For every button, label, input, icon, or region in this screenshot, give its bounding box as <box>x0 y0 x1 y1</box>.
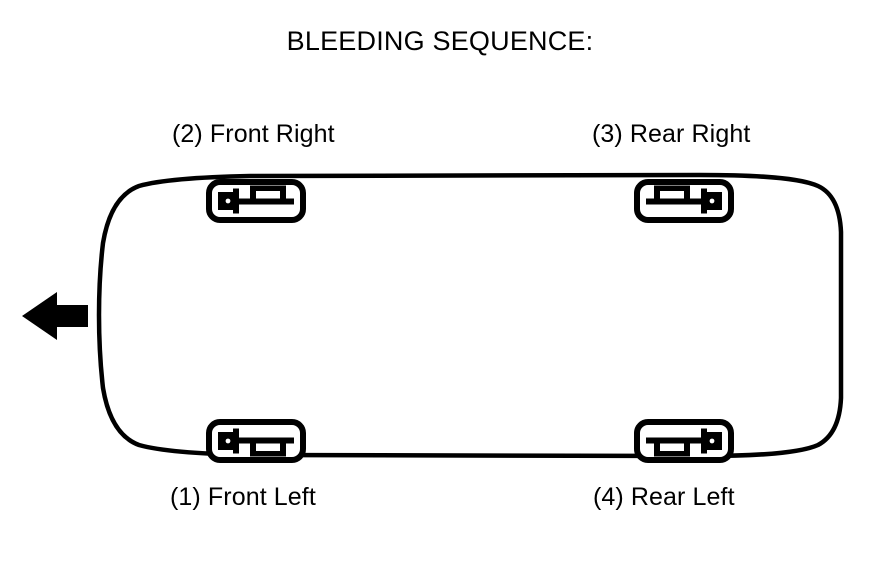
wheel-label-front-right: (2) Front Right <box>172 120 335 148</box>
front-direction-arrow <box>22 292 88 340</box>
brake-caliper-icon-rear-left[interactable] <box>637 422 731 460</box>
brake-caliper-icon-front-left[interactable] <box>209 422 303 460</box>
brake-caliper-icon-front-right[interactable] <box>209 182 303 220</box>
wheel-label-rear-right: (3) Rear Right <box>592 120 751 148</box>
wheel-label-rear-left: (4) Rear Left <box>593 483 735 511</box>
wheel-label-front-left: (1) Front Left <box>170 483 316 511</box>
brake-caliper-icon-rear-right[interactable] <box>637 182 731 220</box>
page-title: BLEEDING SEQUENCE: <box>286 26 594 56</box>
